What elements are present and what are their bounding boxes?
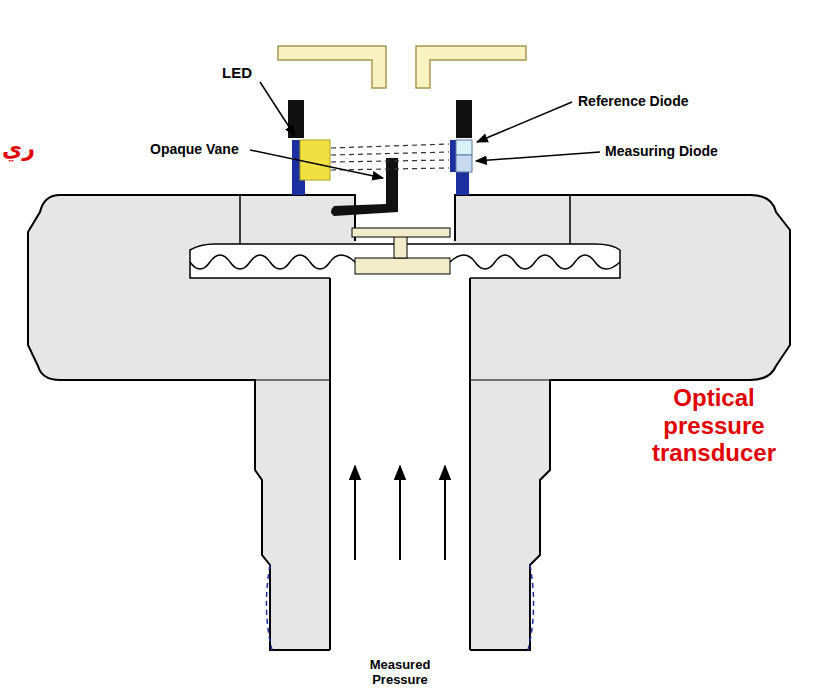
measuring-diode	[456, 155, 472, 172]
figure-caption: Optical pressure transducer	[638, 384, 790, 467]
vane-mount	[352, 228, 450, 237]
post	[288, 100, 304, 138]
post	[456, 100, 472, 138]
vane-stem	[394, 236, 407, 258]
top-fitting	[416, 46, 526, 88]
part-label: Measuring Diode	[605, 143, 718, 159]
part-label: Opaque Vane	[150, 141, 239, 157]
part-label: Reference Diode	[578, 93, 688, 109]
diaphragm-center	[355, 258, 450, 274]
opaque-vane	[331, 158, 398, 216]
pressure-label: Measured Pressure	[350, 658, 450, 688]
pressure-arrow	[355, 466, 445, 560]
led-mount	[292, 180, 305, 195]
diode-mount	[456, 172, 469, 195]
top-fitting	[278, 46, 386, 88]
reference-diode	[456, 140, 472, 155]
thread	[266, 565, 272, 650]
pressure-bore	[330, 276, 470, 652]
leader-line	[250, 82, 600, 178]
light-beam	[331, 144, 449, 170]
part-label: LED	[222, 64, 252, 81]
arabic-note: ري	[2, 136, 35, 161]
led	[300, 140, 330, 180]
diode-strip	[450, 140, 456, 172]
thread	[528, 565, 534, 650]
